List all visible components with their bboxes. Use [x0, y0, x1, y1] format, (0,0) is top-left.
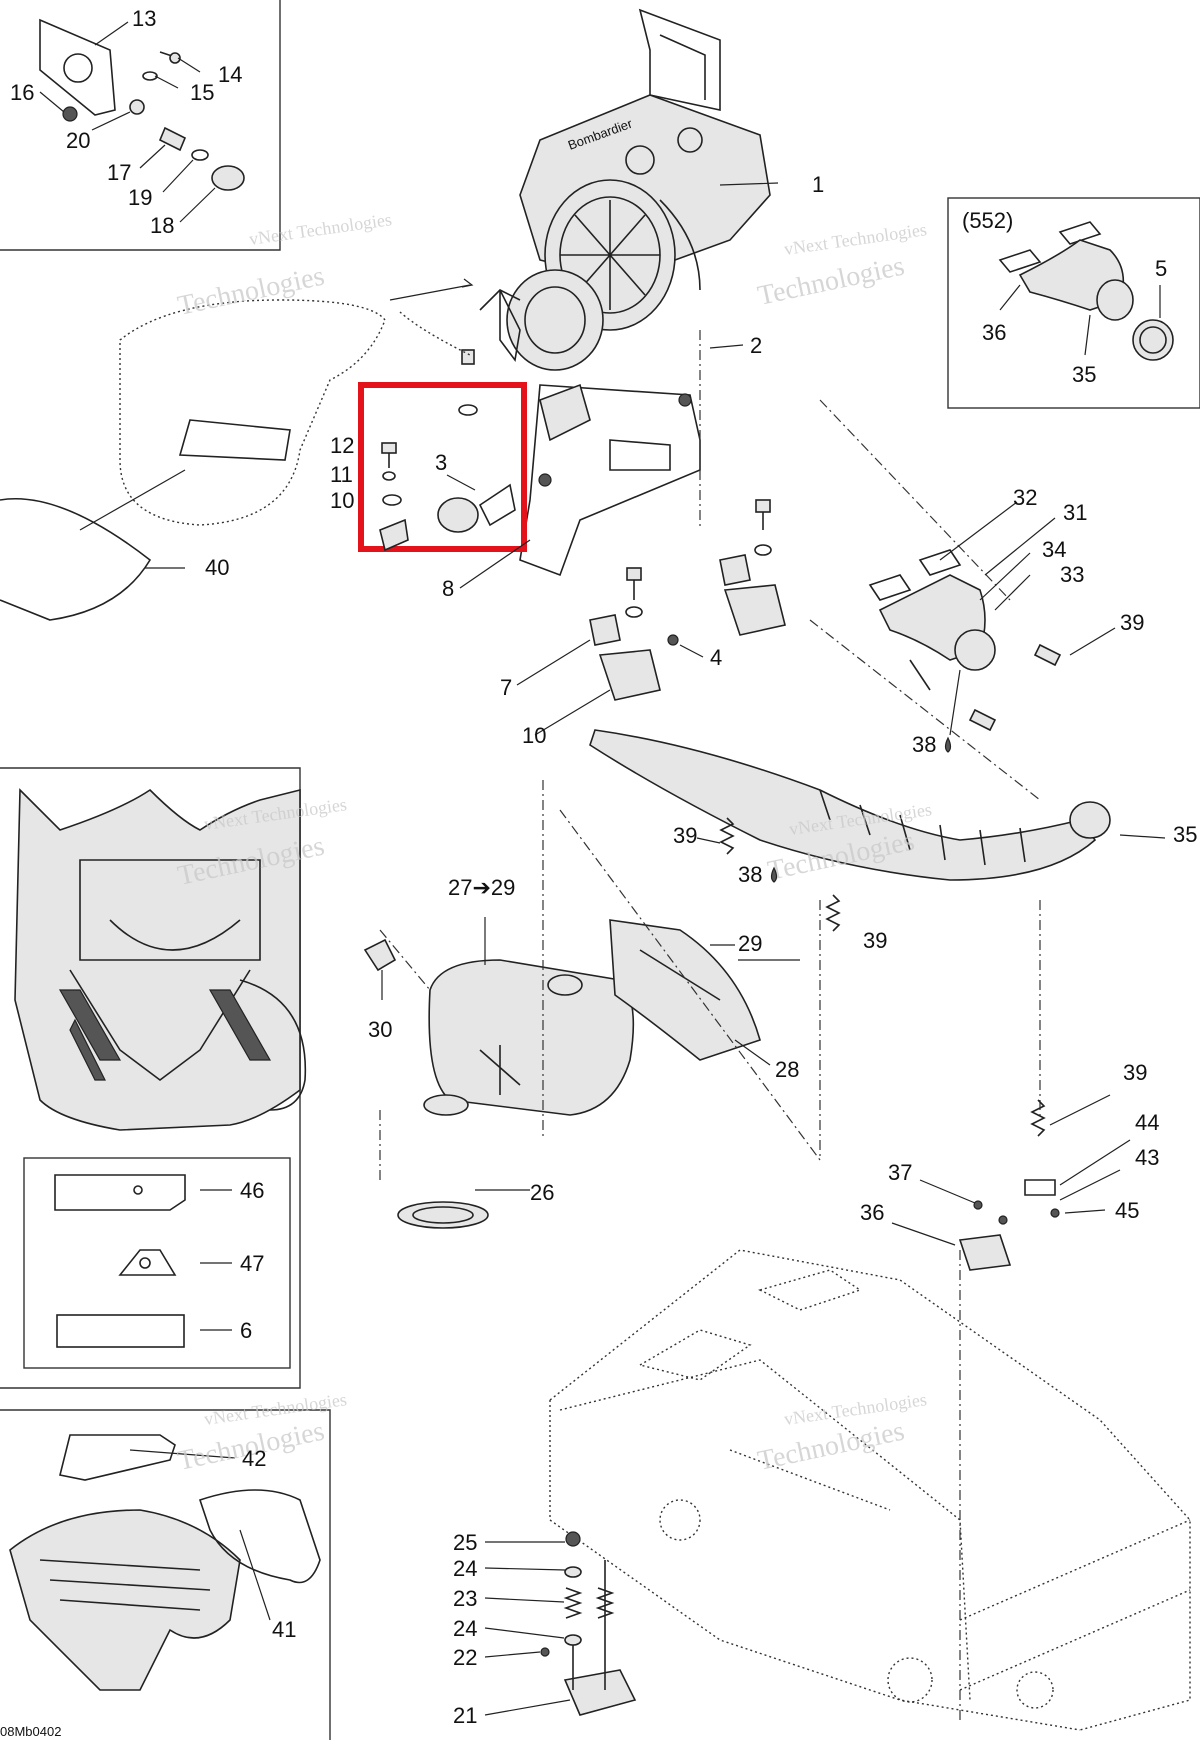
callout-26: 26: [530, 1180, 554, 1205]
oil-tank: [363, 919, 761, 1229]
callout-42: 42: [242, 1446, 266, 1471]
callout-23: 23: [453, 1586, 477, 1611]
seat-cover: [0, 278, 474, 621]
callout-36: 36: [982, 320, 1006, 345]
oil-drop-icon: [944, 736, 952, 753]
callout-35: 35: [1072, 362, 1096, 387]
callout-43: 43: [1135, 1145, 1159, 1170]
callout-31: 31: [1063, 500, 1087, 525]
chassis-frame: [549, 1249, 1191, 1731]
springs: [719, 817, 1060, 1271]
watermark-text: vNext Technologies: [248, 209, 393, 249]
callout-15: 15: [190, 80, 214, 105]
callout-39a: 39: [1120, 610, 1144, 635]
callout-10: 10: [330, 488, 354, 513]
engine-assembly: Bombardier: [479, 8, 771, 371]
callout-16: 16: [10, 80, 34, 105]
engine-mounts: [589, 499, 786, 701]
inset-belly-pan: [0, 1409, 331, 1740]
callout-22: 22: [453, 1645, 477, 1670]
suspension-hardware: [484, 1531, 637, 1716]
callout-11: 11: [330, 462, 353, 487]
engine-mount-plate: [519, 383, 701, 577]
callout-34: 34: [1042, 537, 1066, 562]
callout-39c: 39: [863, 928, 887, 953]
callout-labels: 13 14 15 16 20 17 19 18 1 2 3 12 11 10 8…: [0, 6, 1197, 1739]
callout-17: 17: [107, 160, 131, 185]
watermark-text: vNext Technologies: [203, 1389, 348, 1429]
callout-24: 24: [453, 1556, 477, 1581]
diagram-code: 08Mb0402: [0, 1724, 61, 1739]
callout-7: 7: [500, 675, 512, 700]
callout-33: 33: [1060, 562, 1084, 587]
callout-10b: 10: [522, 723, 546, 748]
callout-30: 30: [368, 1017, 392, 1042]
callout-1: 1: [812, 172, 824, 197]
callout-39d: 39: [1123, 1060, 1147, 1085]
leader-lines: [381, 182, 1166, 1246]
callout-46: 46: [240, 1178, 264, 1203]
callout-5: 5: [1155, 256, 1167, 281]
callout-27: 27➔29: [448, 875, 515, 900]
variant-label: (552): [962, 208, 1013, 233]
callout-45: 45: [1115, 1198, 1139, 1223]
inset-mount-hardware: [0, 0, 281, 251]
callout-36b: 36: [860, 1200, 884, 1225]
callout-44: 44: [1135, 1110, 1159, 1135]
callout-39b: 39: [673, 823, 697, 848]
callout-41: 41: [272, 1617, 296, 1642]
callout-28: 28: [775, 1057, 799, 1082]
callout-38a: 38: [912, 732, 936, 757]
watermark-text: Technologies: [175, 261, 327, 322]
muffler: [589, 729, 1111, 881]
watermark-text: Technologies: [755, 1416, 907, 1477]
callout-3: 3: [435, 450, 447, 475]
highlight-box: [358, 382, 527, 552]
watermark-text: vNext Technologies: [783, 1389, 928, 1429]
callout-37: 37: [888, 1160, 912, 1185]
callout-12: 12: [330, 433, 354, 458]
callout-29: 29: [738, 931, 762, 956]
watermark-text: Technologies: [755, 251, 907, 312]
callout-13: 13: [132, 6, 156, 31]
callout-35b: 35: [1173, 822, 1197, 847]
callout-25: 25: [453, 1530, 477, 1555]
inset-hood: [0, 767, 307, 1389]
callout-40: 40: [205, 555, 229, 580]
oil-drop-icon: [770, 866, 778, 883]
callout-18: 18: [150, 213, 174, 238]
callout-47: 47: [240, 1251, 264, 1276]
callout-20: 20: [66, 128, 90, 153]
inset-552-manifold: [947, 197, 1200, 409]
callout-38b: 38: [738, 862, 762, 887]
callout-24b: 24: [453, 1616, 477, 1641]
exhaust-manifold: [868, 549, 1062, 732]
watermark-text: vNext Technologies: [783, 219, 928, 259]
callout-32: 32: [1013, 485, 1037, 510]
callout-4: 4: [710, 645, 722, 670]
callout-2: 2: [750, 333, 762, 358]
highlight-group: [358, 349, 527, 552]
callout-8: 8: [442, 576, 454, 601]
callout-21: 21: [453, 1703, 477, 1728]
callout-6: 6: [240, 1318, 252, 1343]
center-lines: [379, 311, 1041, 1720]
callout-19: 19: [128, 185, 152, 210]
callout-14: 14: [218, 62, 242, 87]
